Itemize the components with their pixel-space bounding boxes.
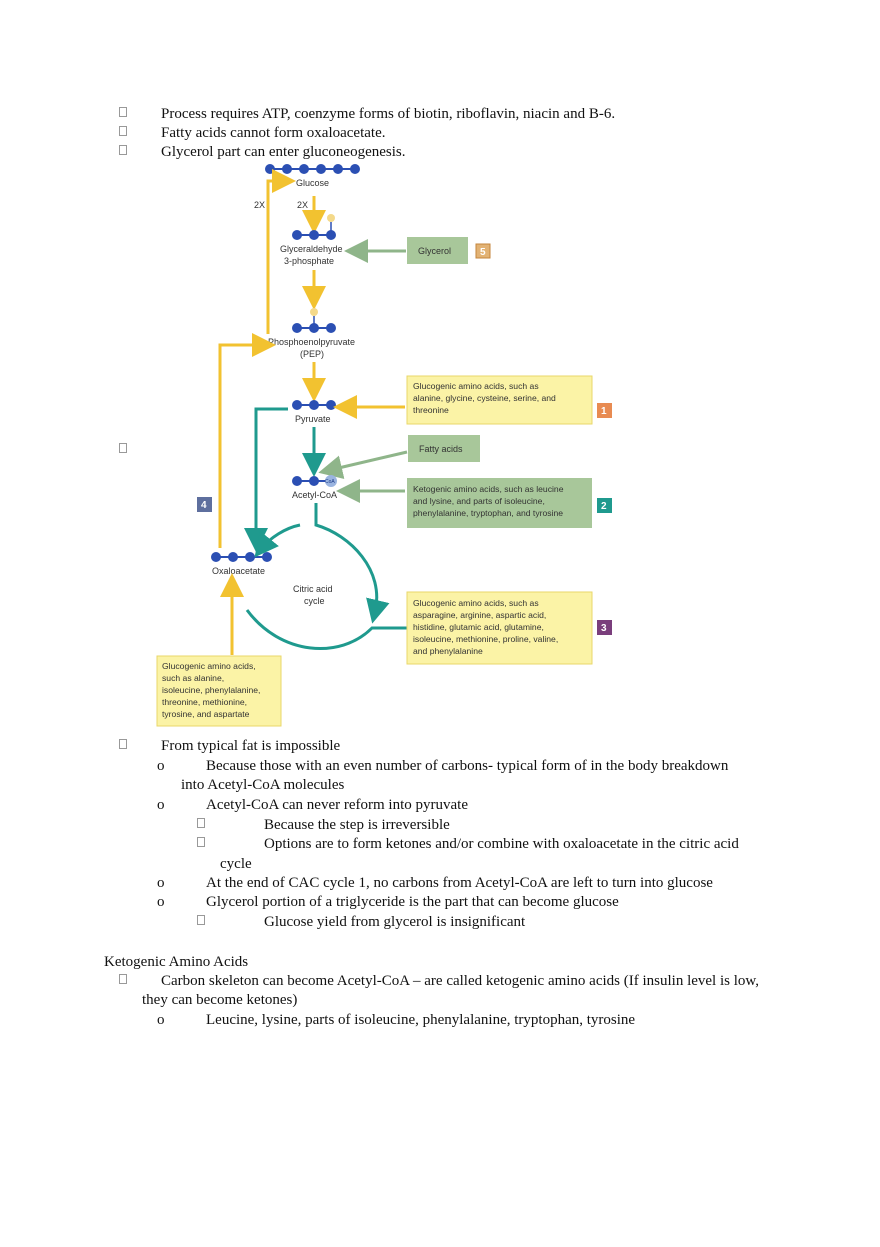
oxaloacetate-label: Oxaloacetate bbox=[212, 566, 265, 576]
glycerol-label: Glycerol bbox=[418, 246, 451, 256]
badge-5-label: 5 bbox=[480, 247, 486, 258]
pyruvate-label: Pyruvate bbox=[295, 414, 331, 424]
box-3-line: asparagine, arginine, aspartic acid, bbox=[413, 610, 546, 620]
text-line: into Acetyl-CoA molecules bbox=[181, 777, 345, 793]
text-line: Glucose yield from glycerol is insignifi… bbox=[264, 914, 526, 930]
cycle-label-1: Citric acid bbox=[293, 584, 333, 594]
arrow-pep-glucose bbox=[266, 169, 296, 334]
bullet-icon bbox=[119, 126, 127, 136]
text-line: Because those with an even number of car… bbox=[206, 758, 729, 774]
box-3-line: isoleucine, methionine, proline, valine, bbox=[413, 634, 558, 644]
coa-label: CoA bbox=[325, 479, 335, 485]
text-line: From typical fat is impossible bbox=[161, 738, 341, 754]
pep-label-2: (PEP) bbox=[300, 349, 324, 359]
box-1 bbox=[406, 375, 593, 425]
box-6 bbox=[156, 655, 282, 727]
glucose-label: Glucose bbox=[296, 178, 329, 188]
box-2-line: Ketogenic amino acids, such as leucine bbox=[413, 484, 564, 494]
arrow-fatty-acids bbox=[318, 450, 408, 479]
citric-cycle-arc-top bbox=[254, 523, 301, 558]
g3p-label-2: 3-phosphate bbox=[284, 256, 334, 266]
text-line: Leucine, lysine, parts of isoleucine, ph… bbox=[206, 1012, 636, 1028]
text-line: Because the step is irreversible bbox=[264, 817, 450, 833]
text-line: At the end of CAC cycle 1, no carbons fr… bbox=[206, 875, 713, 891]
citric-cycle-arc bbox=[314, 503, 390, 624]
o-bullet: o bbox=[157, 797, 165, 813]
glucose-molecule bbox=[265, 164, 360, 174]
text-line: Carbon skeleton can become Acetyl-CoA – … bbox=[161, 973, 760, 989]
o-bullet: o bbox=[157, 1012, 165, 1028]
text-line: Options are to form ketones and/or combi… bbox=[264, 836, 739, 852]
text-line: Fatty acids cannot form oxaloacetate. bbox=[161, 125, 386, 141]
text-line: Process requires ATP, coenzyme forms of … bbox=[161, 106, 616, 122]
o-bullet: o bbox=[157, 875, 165, 891]
box-2-line: phenylalanine, tryptophan, and tyrosine bbox=[413, 508, 563, 518]
text-line: Glycerol portion of a triglyceride is th… bbox=[206, 894, 619, 910]
badge-2-label: 2 bbox=[601, 501, 607, 512]
bullet-icon bbox=[197, 837, 205, 847]
fatty-acids-label: Fatty acids bbox=[419, 444, 463, 454]
box-3-line: Glucogenic amino acids, such as bbox=[413, 598, 539, 608]
arrow-oxaloacetate-pep bbox=[218, 333, 276, 548]
badge-2 bbox=[597, 498, 612, 513]
badge-1 bbox=[597, 403, 612, 418]
box-6-line: isoleucine, phenylalanine, bbox=[162, 685, 260, 695]
glycerol-box bbox=[407, 237, 468, 264]
badge-1-label: 1 bbox=[601, 406, 607, 417]
text-line: Acetyl-CoA can never reform into pyruvat… bbox=[206, 797, 468, 813]
pyruvate-molecule bbox=[292, 400, 336, 410]
bullet-icon bbox=[119, 107, 127, 117]
box-1-line: alanine, glycine, cysteine, serine, and bbox=[413, 393, 556, 403]
cycle-label-2: cycle bbox=[304, 596, 325, 606]
arrow-pyruvate-oxaloacetate bbox=[244, 407, 288, 552]
o-bullet: o bbox=[157, 894, 165, 910]
citric-cycle-arc-bottom bbox=[245, 609, 410, 650]
left-2x-label: 2X bbox=[254, 200, 265, 210]
section-heading: Ketogenic Amino Acids bbox=[104, 954, 249, 970]
o-bullet: o bbox=[157, 758, 165, 774]
box-2-line: and lysine, and parts of isoleucine, bbox=[413, 496, 545, 506]
text-line: they can become ketones) bbox=[142, 992, 298, 1008]
box-2 bbox=[407, 478, 592, 528]
fatty-acids-box bbox=[408, 435, 480, 462]
pep-label-1: Phosphoenolpyruvate bbox=[268, 337, 355, 347]
box-1-line: Glucogenic amino acids, such as bbox=[413, 381, 539, 391]
bullet-icon bbox=[119, 974, 127, 984]
box-1-line: threonine bbox=[413, 405, 449, 415]
bullet-icon bbox=[197, 818, 205, 828]
box-3-line: histidine, glutamic acid, glutamine, bbox=[413, 622, 544, 632]
g3p-label-1: Glyceraldehyde bbox=[280, 244, 343, 254]
box-3 bbox=[406, 591, 593, 665]
box-6-line: threonine, methionine, bbox=[162, 697, 247, 707]
badge-4-label: 4 bbox=[201, 500, 207, 511]
box-6-line: such as alanine, bbox=[162, 673, 224, 683]
box-3-line: and phenylalanine bbox=[413, 646, 483, 656]
box-6-line: tyrosine, and aspartate bbox=[162, 709, 250, 719]
g3p-molecule bbox=[292, 230, 336, 240]
badge-3 bbox=[597, 620, 612, 635]
badge-5 bbox=[475, 243, 491, 259]
bullet-icon bbox=[197, 915, 205, 925]
badge-3-label: 3 bbox=[601, 623, 607, 634]
text-line: Glycerol part can enter gluconeogenesis. bbox=[161, 144, 406, 160]
box-6-line: Glucogenic amino acids, bbox=[162, 661, 256, 671]
text-line: cycle bbox=[220, 856, 252, 872]
acetyl-coa-molecule bbox=[292, 475, 337, 487]
pep-molecule bbox=[292, 323, 336, 333]
oxaloacetate-molecule bbox=[211, 552, 272, 562]
badge-4 bbox=[197, 497, 212, 512]
acetyl-coa-label: Acetyl-CoA bbox=[292, 490, 337, 500]
bullet-icon bbox=[119, 145, 127, 155]
mid-2x-label: 2X bbox=[297, 200, 308, 210]
bullet-icon bbox=[119, 443, 127, 453]
bullet-icon bbox=[119, 739, 127, 749]
